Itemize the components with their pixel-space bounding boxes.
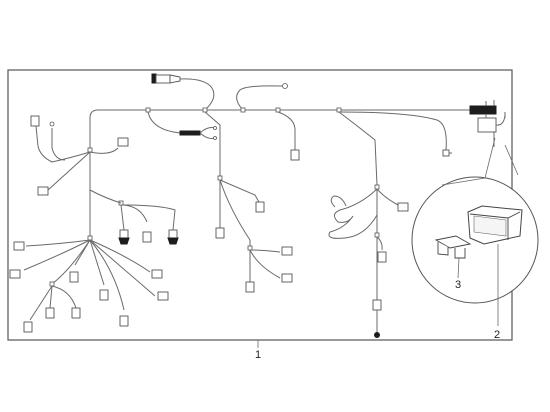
main-trunk-wire (89, 109, 475, 148)
right-splice (374, 184, 380, 190)
mid-connector-a (215, 227, 225, 239)
callout-3-leader (457, 257, 460, 279)
branch-lower-r2 (249, 249, 281, 279)
bottom-ground-point (374, 332, 380, 338)
callout-1-label: 1 (255, 349, 261, 361)
diode-connector (179, 126, 217, 140)
lower-connector-c (281, 273, 293, 283)
right-r-wire (376, 188, 399, 206)
fuse-box-icon (467, 205, 523, 245)
ground-terminal-wire (236, 85, 283, 111)
relay-connector (469, 100, 506, 147)
ground-terminal (282, 83, 288, 89)
mid-connector-b (255, 201, 265, 213)
branch-lower-r1 (249, 249, 281, 253)
right-loop-wire (328, 188, 378, 239)
branch-mid-wire (204, 111, 221, 178)
fuse-icon (434, 235, 472, 259)
right-connector-b (377, 251, 387, 263)
branch-278-wire (277, 111, 296, 150)
callout-2-label: 2 (494, 329, 500, 341)
left-upper-cluster (30, 115, 129, 236)
branch-right-wire (338, 111, 378, 186)
far-right-connector (442, 149, 452, 157)
callout-3-label: 3 (455, 279, 461, 291)
branch-far-right (340, 111, 447, 151)
right-connector-a (397, 202, 409, 212)
right-lower-r (376, 236, 383, 251)
branch-lower (219, 179, 251, 250)
lower-left-fan (9, 235, 169, 333)
pigtail-connectors (89, 189, 179, 245)
connector-278 (290, 149, 300, 161)
right-loop-small (330, 195, 347, 208)
right-connector-c (372, 299, 382, 311)
lower-connector-b (281, 246, 293, 256)
branch-diode-wire (147, 111, 197, 134)
mid-splice (217, 175, 223, 181)
branch-mid-right (219, 179, 261, 205)
lower-connector-a (245, 281, 255, 293)
fuse-detail-view (411, 137, 539, 326)
main-plug-connector (151, 73, 215, 111)
